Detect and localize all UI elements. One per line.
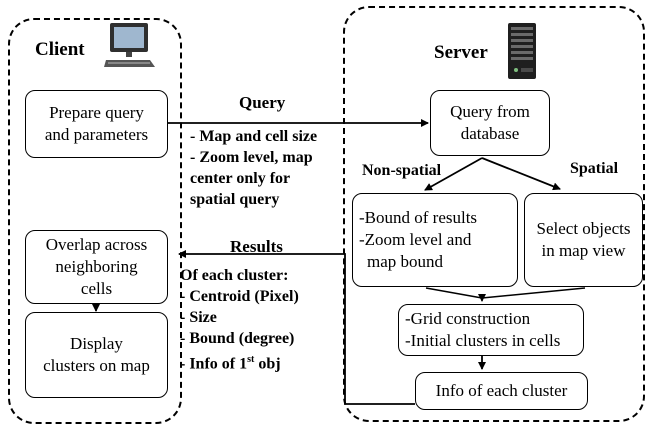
overlap-box: Overlap across neighboring cells xyxy=(25,230,168,304)
nonspatial-label: Non-spatial xyxy=(362,162,442,179)
results-line-5: - Info of 1st obj xyxy=(180,349,299,374)
results-line-2: - Centroid (Pixel) xyxy=(180,288,299,305)
results-arrow xyxy=(178,250,415,405)
spatial-arrow xyxy=(481,157,561,191)
bound-of-results-box: -Bound of results -Zoom level and map bo… xyxy=(352,193,518,287)
results-line-5-sup: st xyxy=(247,354,255,365)
results-details: Of each cluster: - Centroid (Pixel) - Si… xyxy=(180,265,299,374)
bound-line-3: map bound xyxy=(367,252,444,271)
client-region xyxy=(8,18,182,424)
query-details: - Map and cell size - Zoom level, map ce… xyxy=(190,126,317,210)
select-line-2: in map view xyxy=(541,241,626,260)
display-line-1: Display xyxy=(70,334,123,353)
query-label: Query xyxy=(239,93,286,112)
select-objects-box: Select objects in map view xyxy=(524,193,643,287)
select-to-grid xyxy=(481,287,586,299)
nonspatial-arrow xyxy=(424,157,483,191)
grid-line-1: -Grid construction xyxy=(405,309,531,328)
query-line-2: - Zoom level, map xyxy=(190,149,313,166)
prepare-line-1: Prepare query xyxy=(49,103,144,122)
query-line-1: - Map and cell size xyxy=(190,128,318,145)
querydb-line-2: database xyxy=(460,124,520,143)
results-line-5-suffix: obj xyxy=(254,355,281,373)
query-database-box: Query from database xyxy=(430,90,550,156)
querydb-line-1: Query from xyxy=(450,102,530,121)
computer-monitor-icon xyxy=(104,23,155,67)
bound-to-grid xyxy=(425,287,483,299)
results-line-3: - Size xyxy=(180,309,217,326)
query-line-4: spatial query xyxy=(190,191,280,208)
server-title: Server xyxy=(434,42,488,63)
info-line: Info of each cluster xyxy=(435,381,568,400)
bound-line-1: -Bound of results xyxy=(359,208,478,227)
results-line-5-prefix: - Info of 1 xyxy=(180,355,248,373)
overlap-line-2: neighboring xyxy=(55,257,138,276)
prepare-line-2: and parameters xyxy=(44,125,149,144)
results-line-4: - Bound (degree) xyxy=(180,330,295,347)
results-line-1: Of each cluster: xyxy=(180,267,289,284)
query-line-3: center only for xyxy=(190,170,291,187)
info-cluster-box: Info of each cluster xyxy=(415,372,588,410)
results-label: Results xyxy=(230,237,283,256)
server-region xyxy=(343,6,645,422)
grid-construction-box: -Grid construction -Initial clusters in … xyxy=(398,304,584,356)
spatial-label: Spatial xyxy=(570,160,619,177)
bound-line-2: -Zoom level and xyxy=(359,230,472,249)
overlap-line-3: cells xyxy=(80,279,113,298)
prepare-query-box: Prepare query and parameters xyxy=(25,90,168,158)
select-line-1: Select objects xyxy=(536,219,631,238)
client-title: Client xyxy=(35,39,85,60)
display-line-2: clusters on map xyxy=(43,356,150,375)
overlap-line-1: Overlap across xyxy=(45,235,148,254)
server-tower-icon xyxy=(508,23,536,79)
grid-line-2: -Initial clusters in cells xyxy=(405,331,561,350)
display-clusters-box: Display clusters on map xyxy=(25,312,168,398)
